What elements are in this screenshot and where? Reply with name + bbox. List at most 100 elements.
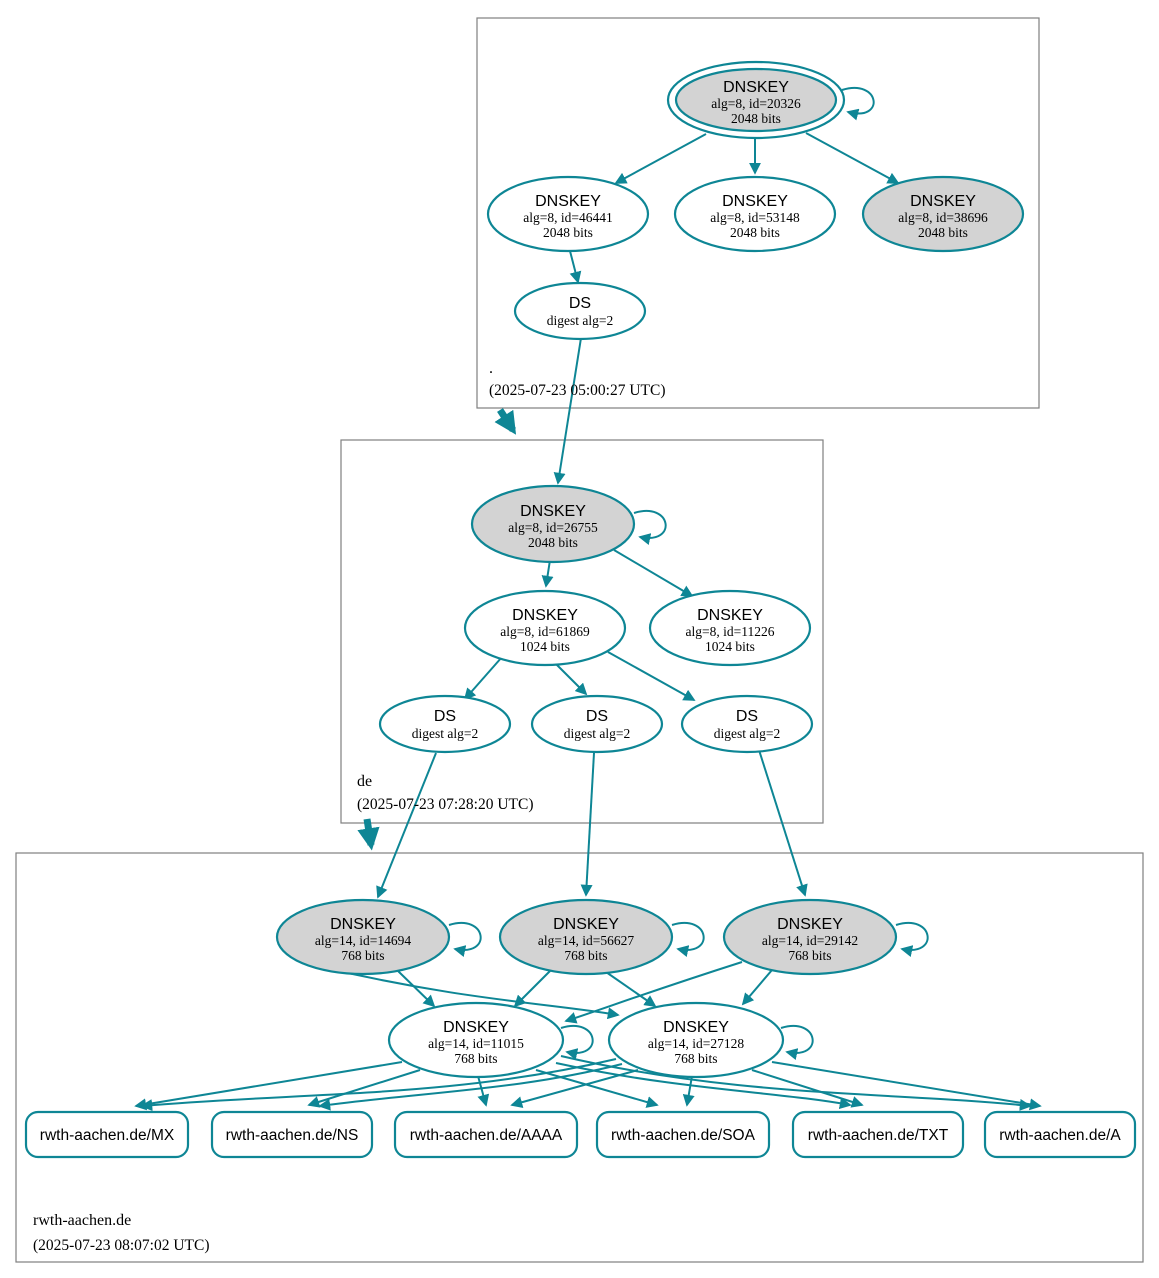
node-bits: 768 bits bbox=[341, 948, 384, 963]
rrset-node-txt[interactable]: rwth-aachen.de/TXT bbox=[791, 1110, 965, 1159]
selfloop-dnskey-11015 bbox=[560, 1025, 594, 1060]
delegation-arrow-root-de bbox=[494, 408, 517, 435]
node-detail: alg=14, id=29142 bbox=[762, 933, 858, 948]
node-detail: alg=14, id=56627 bbox=[538, 933, 634, 948]
node-detail: digest alg=2 bbox=[547, 313, 613, 328]
node-title: DNSKEY bbox=[722, 193, 788, 210]
edge-56627-11015 bbox=[513, 970, 551, 1008]
node-title: DS bbox=[586, 708, 608, 725]
edge-ds2-56627 bbox=[580, 752, 595, 897]
node-detail: alg=8, id=11226 bbox=[686, 624, 775, 639]
selfloop-dnskey-56627 bbox=[671, 922, 705, 957]
edge-29142-27128 bbox=[741, 969, 773, 1006]
edge-20326-46441 bbox=[614, 133, 707, 184]
edge-27128-a bbox=[771, 1061, 1042, 1111]
ds-node-de-1[interactable]: DS digest alg=2 bbox=[378, 694, 512, 754]
node-title: DNSKEY bbox=[777, 916, 843, 933]
edge-14694-27128 bbox=[321, 966, 620, 1020]
node-bits: 768 bits bbox=[788, 948, 831, 963]
dnskey-node-46441[interactable]: DNSKEY alg=8, id=46441 2048 bits bbox=[486, 175, 650, 253]
node-title: DNSKEY bbox=[330, 916, 396, 933]
rrset-label: rwth-aachen.de/MX bbox=[40, 1127, 175, 1144]
node-detail: alg=14, id=11015 bbox=[428, 1036, 524, 1051]
edge-27128-aaaa bbox=[510, 1069, 639, 1109]
zone-label-de: de bbox=[357, 773, 372, 790]
edge-29142-11015 bbox=[564, 961, 743, 1024]
dnskey-node-11015[interactable]: DNSKEY alg=14, id=11015 768 bits bbox=[387, 1001, 565, 1079]
rrset-node-aaaa[interactable]: rwth-aachen.de/AAAA bbox=[393, 1110, 579, 1159]
node-detail: alg=8, id=46441 bbox=[523, 210, 612, 225]
zone-timestamp-de: (2025-07-23 07:28:20 UTC) bbox=[357, 796, 534, 813]
ds-node-de-2[interactable]: DS digest alg=2 bbox=[530, 694, 664, 754]
dnskey-node-38696[interactable]: DNSKEY alg=8, id=38696 2048 bits bbox=[861, 175, 1025, 253]
node-bits: 1024 bits bbox=[705, 639, 755, 654]
zone-box-root bbox=[476, 17, 1040, 409]
zone-box-rwth-aachen-de bbox=[15, 852, 1144, 1263]
node-detail: alg=14, id=14694 bbox=[315, 933, 411, 948]
node-title: DNSKEY bbox=[910, 193, 976, 210]
edge-46441-ds bbox=[569, 250, 582, 284]
node-detail: alg=8, id=38696 bbox=[898, 210, 988, 225]
node-detail: digest alg=2 bbox=[714, 726, 780, 741]
zone-timestamp-root: (2025-07-23 05:00:27 UTC) bbox=[489, 382, 666, 399]
edge-11015-soa bbox=[535, 1069, 659, 1108]
zone-box-de bbox=[340, 439, 824, 824]
rrset-label: rwth-aachen.de/TXT bbox=[808, 1127, 949, 1144]
node-title: DNSKEY bbox=[723, 79, 789, 96]
rrset-node-a[interactable]: rwth-aachen.de/A bbox=[983, 1110, 1137, 1159]
dnskey-node-29142[interactable]: DNSKEY alg=14, id=29142 768 bits bbox=[722, 898, 898, 976]
node-bits: 2048 bits bbox=[543, 225, 593, 240]
node-title: DNSKEY bbox=[553, 916, 619, 933]
edge-ds-26755 bbox=[553, 337, 582, 485]
rrset-label: rwth-aachen.de/A bbox=[999, 1127, 1121, 1144]
edge-27128-soa bbox=[682, 1075, 695, 1107]
node-title: DNSKEY bbox=[663, 1019, 729, 1036]
edge-26755-11226 bbox=[613, 549, 694, 597]
node-title: DS bbox=[569, 295, 591, 312]
dnskey-node-26755[interactable]: DNSKEY alg=8, id=26755 2048 bits bbox=[470, 484, 636, 564]
edge-20326-38696 bbox=[805, 132, 900, 184]
node-title: DNSKEY bbox=[443, 1019, 509, 1036]
edge-11015-aaaa bbox=[477, 1075, 490, 1107]
edge-56627-27128 bbox=[605, 971, 657, 1008]
edge-ds1-14694 bbox=[376, 752, 437, 899]
edge-27128-txt bbox=[751, 1069, 864, 1108]
node-bits: 1024 bits bbox=[520, 639, 570, 654]
dnskey-node-56627[interactable]: DNSKEY alg=14, id=56627 768 bits bbox=[498, 898, 674, 976]
node-detail: alg=8, id=20326 bbox=[711, 96, 801, 111]
rrset-node-soa[interactable]: rwth-aachen.de/SOA bbox=[595, 1110, 771, 1159]
node-bits: 768 bits bbox=[564, 948, 607, 963]
edge-26755-61869 bbox=[541, 559, 554, 588]
dnskey-node-61869[interactable]: DNSKEY alg=8, id=61869 1024 bits bbox=[463, 589, 627, 667]
edge-11015-txt bbox=[555, 1062, 852, 1110]
ds-node-de-3[interactable]: DS digest alg=2 bbox=[680, 694, 814, 754]
node-detail: digest alg=2 bbox=[564, 726, 630, 741]
edge-61869-ds3 bbox=[607, 651, 696, 701]
node-detail: alg=8, id=26755 bbox=[508, 520, 598, 535]
zone-label-root: . bbox=[489, 360, 493, 377]
dnskey-node-27128[interactable]: DNSKEY alg=14, id=27128 768 bits bbox=[607, 1001, 785, 1079]
rrset-node-ns[interactable]: rwth-aachen.de/NS bbox=[210, 1110, 374, 1159]
edge-61869-ds2 bbox=[555, 663, 588, 696]
node-bits: 768 bits bbox=[454, 1051, 497, 1066]
node-bits: 2048 bits bbox=[528, 535, 578, 550]
dnskey-node-11226[interactable]: DNSKEY alg=8, id=11226 1024 bits bbox=[648, 589, 812, 667]
selfloop-dnskey-14694 bbox=[448, 922, 482, 957]
node-detail: digest alg=2 bbox=[412, 726, 478, 741]
zone-label-rwth-aachen-de: rwth-aachen.de bbox=[33, 1212, 131, 1229]
node-bits: 2048 bits bbox=[730, 225, 780, 240]
node-title: DS bbox=[434, 708, 456, 725]
edge-ds3-29142 bbox=[758, 749, 808, 897]
dnskey-node-14694[interactable]: DNSKEY alg=14, id=14694 768 bits bbox=[275, 898, 451, 976]
edge-11015-mx bbox=[134, 1061, 403, 1111]
node-title: DNSKEY bbox=[535, 193, 601, 210]
edge-14694-11015 bbox=[397, 970, 436, 1008]
dnskey-node-53148[interactable]: DNSKEY alg=8, id=53148 2048 bits bbox=[673, 175, 837, 253]
rrset-node-mx[interactable]: rwth-aachen.de/MX bbox=[24, 1110, 190, 1159]
node-title: DNSKEY bbox=[520, 503, 586, 520]
node-bits: 768 bits bbox=[674, 1051, 717, 1066]
node-detail: alg=14, id=27128 bbox=[648, 1036, 744, 1051]
zone-timestamp-rwth-aachen-de: (2025-07-23 08:07:02 UTC) bbox=[33, 1237, 210, 1254]
ds-node-root[interactable]: DS digest alg=2 bbox=[513, 281, 647, 341]
dnskey-node-20326[interactable]: DNSKEY alg=8, id=20326 2048 bits bbox=[666, 60, 846, 140]
